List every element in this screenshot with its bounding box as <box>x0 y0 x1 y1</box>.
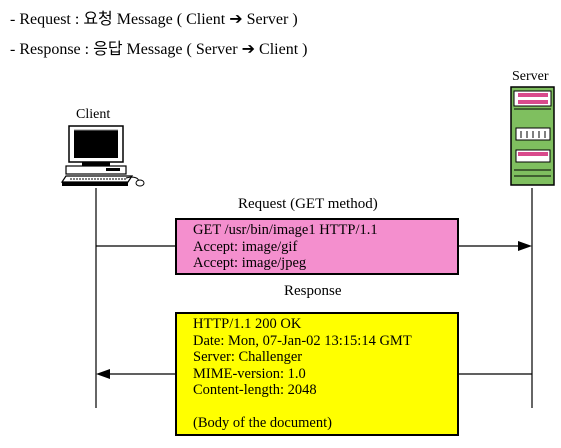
status-line: HTTP/1.1 200 OK <box>193 316 302 332</box>
client-computer-icon <box>60 125 145 187</box>
request-bullet-suffix: Server ) <box>242 11 298 28</box>
request-arrowhead-icon <box>518 241 532 251</box>
response-header-line: MIME-version: 1.0 <box>193 365 306 382</box>
request-method-label: Request (GET method) <box>238 196 378 212</box>
request-header-line: Accept: image/gif <box>193 238 298 255</box>
right-arrow-icon: ➔ <box>241 39 256 58</box>
response-arrowhead-icon <box>96 369 110 379</box>
blank-line <box>193 399 457 416</box>
request-bullet-text: - Request : 요청 Message ( Client <box>10 11 230 28</box>
response-message-box: HTTP/1.1 200 OK Date: Mon, 07-Jan-02 13:… <box>175 312 459 436</box>
response-bullet: - Response : 응답 Message ( Server ➔ Clien… <box>10 35 307 59</box>
client-label: Client <box>76 107 111 122</box>
right-arrow-icon: ➔ <box>229 9 243 28</box>
request-line: GET /usr/bin/image1 HTTP/1.1 <box>193 222 378 238</box>
response-header-line: Server: Challenger <box>193 349 303 365</box>
response-header-line: Date: Mon, 07-Jan-02 13:15:14 GMT <box>193 332 412 349</box>
request-header-line: Accept: image/jpeg <box>193 255 307 271</box>
request-bullet: - Request : 요청 Message ( Client ➔ Server… <box>10 5 298 29</box>
response-bullet-text: - Response : 응답 Message ( Server <box>10 41 242 58</box>
response-bullet-suffix: Client ) <box>255 41 308 58</box>
server-label: Server <box>512 69 549 84</box>
request-message-box: GET /usr/bin/image1 HTTP/1.1 Accept: ima… <box>175 218 459 275</box>
response-header-line: Content-length: 2048 <box>193 382 317 398</box>
response-body-line: (Body of the document) <box>193 415 332 431</box>
server-tower-icon <box>510 86 555 186</box>
response-label: Response <box>284 283 342 299</box>
